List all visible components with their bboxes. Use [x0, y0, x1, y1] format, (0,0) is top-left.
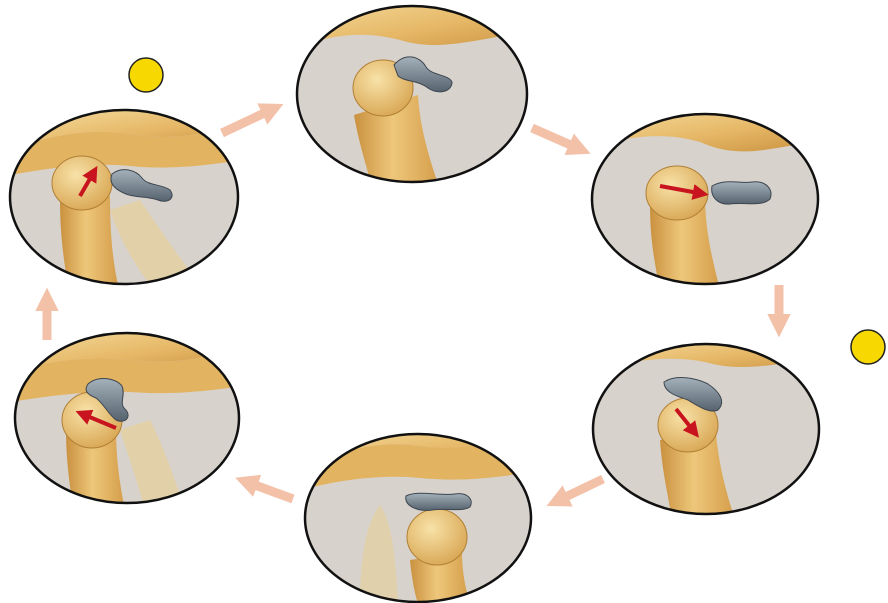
- stage-right-2: [590, 340, 825, 520]
- flow-arrow-bottom-to-left2: [244, 481, 293, 499]
- stage-left-2: [10, 330, 245, 510]
- articular-disc: [406, 493, 471, 510]
- flow-arrow-right2-to-bottom: [555, 479, 603, 502]
- condyle-head: [52, 156, 112, 210]
- stage-left-1: [10, 110, 245, 290]
- flow-arrow-topleft-to-top: [222, 108, 275, 133]
- articular-disc: [712, 182, 771, 204]
- stage-top: [290, 0, 540, 190]
- stage-bottom: [300, 430, 540, 603]
- yellow-marker-dot: [851, 330, 885, 364]
- flow-arrow-top-to-right1: [532, 128, 582, 150]
- yellow-marker-dot: [129, 58, 163, 92]
- stage-right-1: [585, 110, 825, 290]
- condyle-head: [407, 509, 467, 565]
